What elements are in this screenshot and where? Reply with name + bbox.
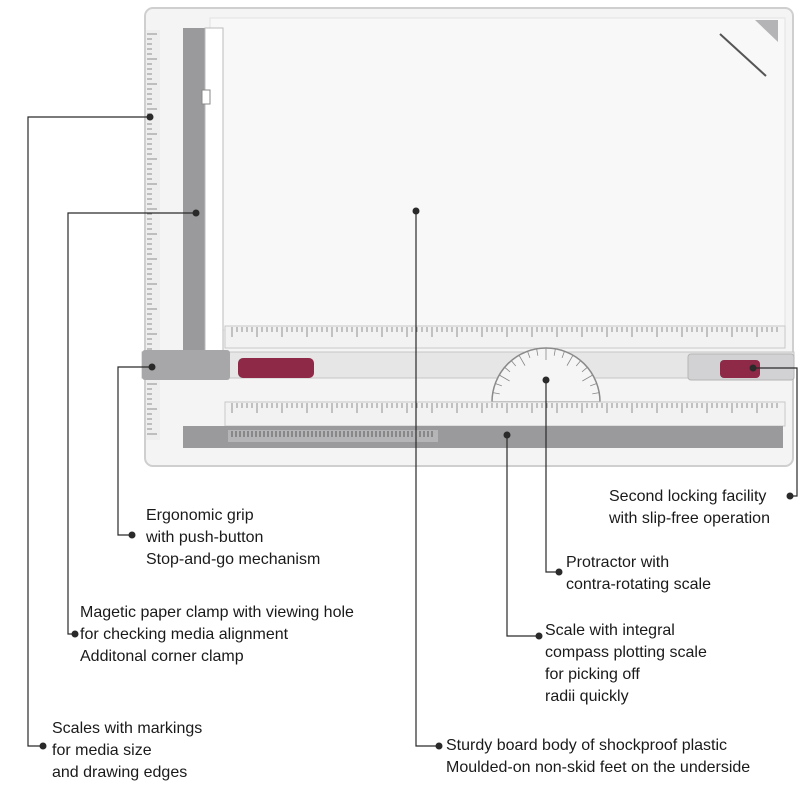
protractor-tick	[499, 374, 510, 382]
callout-locking-line-1: Second locking facility	[609, 488, 767, 505]
callout-protractor-line-2: contra-rotating scale	[566, 576, 711, 593]
protractor-tick	[553, 348, 556, 356]
dot-protractor-end	[555, 568, 563, 576]
callout-grip-line-3: Stop-and-go mechanism	[146, 551, 321, 568]
dot-body-end	[435, 742, 443, 750]
vertical-rail	[183, 28, 205, 373]
dot-locking-end	[786, 492, 794, 500]
dot-scale-end	[535, 632, 543, 640]
dot-grip-start	[148, 363, 156, 371]
callout-scales-line-3: and drawing edges	[52, 764, 188, 781]
callout-locking-line-2: with slip-free operation	[609, 510, 770, 527]
callout-clamp-line-2: for checking media alignment	[80, 626, 289, 643]
protractor-tick	[581, 366, 588, 373]
callout-scale-line-2: compass plotting scale	[545, 644, 707, 661]
protractor-tick	[566, 355, 574, 366]
protractor-tick	[518, 355, 526, 366]
callout-body-line-2: Moulded-on non-skid feet on the undersid…	[446, 759, 751, 776]
leader-clamp	[67, 212, 196, 635]
left-scale-strip	[146, 30, 160, 440]
leader-grip	[117, 366, 152, 536]
callout-locking: Second locking facility with slip-free o…	[609, 486, 770, 530]
callout-clamp: Magetic paper clamp with viewing hole fo…	[80, 602, 354, 668]
leader-body	[415, 211, 438, 747]
callout-scale-line-3: for picking off	[545, 666, 640, 683]
dot-scales-end	[39, 742, 47, 750]
dot-protractor-start	[542, 376, 550, 384]
dot-scale-start	[503, 431, 511, 439]
upper-ruler-ticks	[231, 327, 778, 337]
dot-scales-start	[146, 113, 154, 121]
callout-scales-line-2: for media size	[52, 742, 152, 759]
callout-grip-line-2: with push-button	[146, 529, 264, 546]
callout-body-line-1: Sturdy board body of shockproof plastic	[446, 737, 728, 754]
callout-clamp-line-3: Additonal corner clamp	[80, 648, 244, 665]
protractor-tick	[536, 348, 539, 356]
vertical-rail-edge	[204, 27, 224, 374]
callout-scale-line-4: radii quickly	[545, 688, 629, 705]
protractor-tick	[504, 366, 511, 373]
leader-scales	[27, 116, 150, 747]
corner-clamp	[755, 20, 778, 42]
lower-ruler	[224, 401, 786, 427]
dot-grip-end	[128, 531, 136, 539]
protractor-tick	[527, 351, 531, 358]
compass-scale-ticks	[231, 431, 433, 437]
callout-protractor-line-1: Protractor with	[566, 554, 670, 571]
callout-protractor: Protractor with contra-rotating scale	[566, 552, 711, 596]
leader-scale	[506, 435, 538, 637]
dot-locking-start	[749, 364, 757, 372]
protractor-tick	[510, 360, 517, 367]
protractor-tick	[495, 383, 502, 387]
compass-scale-inset	[228, 430, 438, 442]
lower-ruler-ticks	[231, 403, 778, 413]
dot-clamp-start	[192, 209, 200, 217]
callout-scales-line-1: Scales with markings	[52, 720, 203, 737]
upper-ruler	[224, 325, 786, 349]
corner-clamp-edge	[719, 33, 767, 77]
drawing-surface	[209, 17, 786, 331]
leader-locking	[753, 367, 798, 497]
left-scale-ticks	[147, 33, 157, 435]
protractor-tick	[582, 374, 593, 382]
right-locking-button	[720, 360, 760, 378]
clamp-viewing-hole	[201, 89, 211, 105]
dot-clamp-end	[71, 630, 79, 638]
leader-protractor	[545, 380, 558, 573]
left-grip-housing	[142, 350, 230, 380]
protractor-tick	[561, 351, 565, 358]
callout-grip-line-1: Ergonomic grip	[146, 507, 254, 524]
callout-scale-line-1: Scale with integral	[545, 622, 675, 639]
callout-scales: Scales with markings for media size and …	[52, 718, 202, 784]
protractor-tick	[592, 392, 600, 395]
callout-scale: Scale with integral compass plotting sca…	[545, 620, 707, 708]
callout-grip: Ergonomic grip with push-button Stop-and…	[146, 505, 320, 571]
dot-body-start	[412, 207, 420, 215]
protractor-tick	[492, 392, 500, 395]
callout-body: Sturdy board body of shockproof plastic …	[446, 735, 750, 779]
callout-clamp-line-1: Magetic paper clamp with viewing hole	[80, 604, 354, 621]
protractor-tick	[590, 383, 597, 387]
left-grip-button	[238, 358, 314, 378]
protractor-tick	[575, 360, 582, 367]
